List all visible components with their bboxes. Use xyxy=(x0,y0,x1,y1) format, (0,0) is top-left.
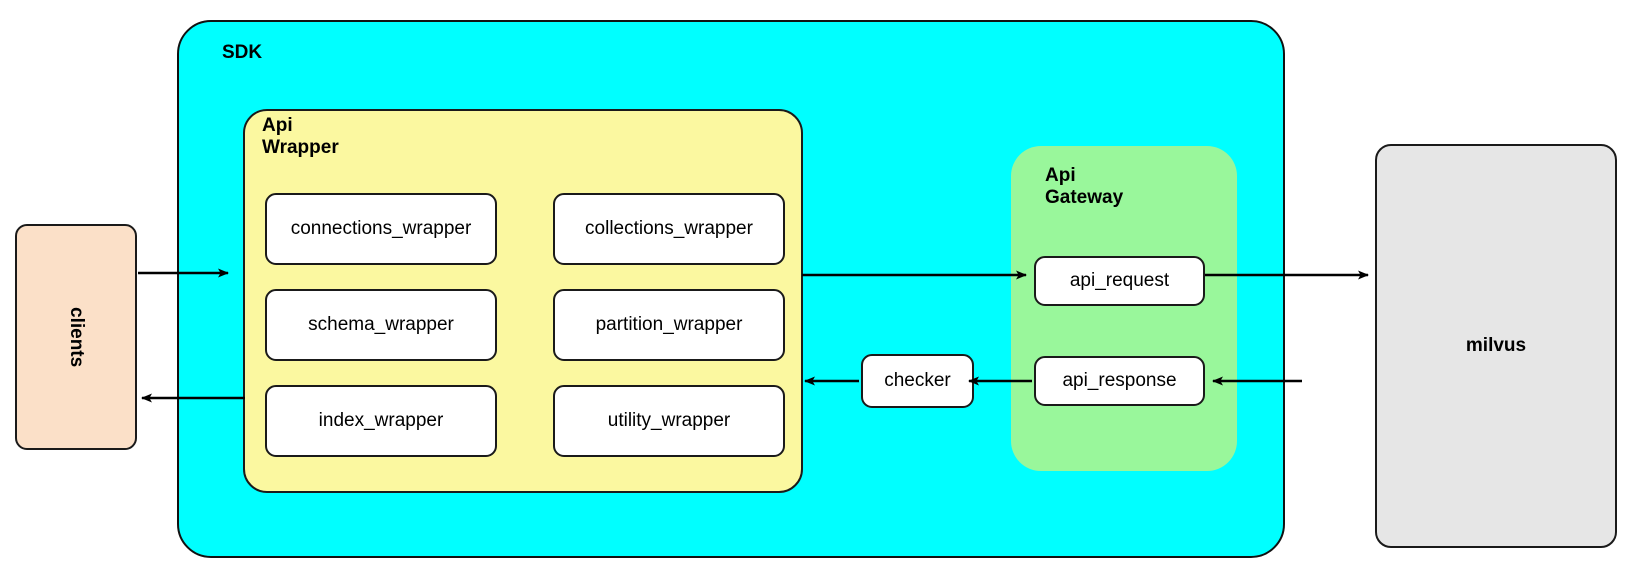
node-collections-wrapper[interactable]: collections_wrapper xyxy=(553,193,785,265)
node-checker[interactable]: checker xyxy=(861,354,974,408)
node-clients-label: clients xyxy=(66,306,87,368)
node-connections-wrapper[interactable]: connections_wrapper xyxy=(265,193,497,265)
node-index-wrapper[interactable]: index_wrapper xyxy=(265,385,497,457)
node-api-request[interactable]: api_request xyxy=(1034,256,1205,306)
node-schema-wrapper[interactable]: schema_wrapper xyxy=(265,289,497,361)
node-api-response[interactable]: api_response xyxy=(1034,356,1205,406)
node-utility-wrapper[interactable]: utility_wrapper xyxy=(553,385,785,457)
node-partition-wrapper[interactable]: partition_wrapper xyxy=(553,289,785,361)
node-clients[interactable]: clients xyxy=(15,224,137,450)
node-milvus[interactable]: milvus xyxy=(1375,144,1617,548)
panel-api-gateway xyxy=(1011,146,1237,471)
